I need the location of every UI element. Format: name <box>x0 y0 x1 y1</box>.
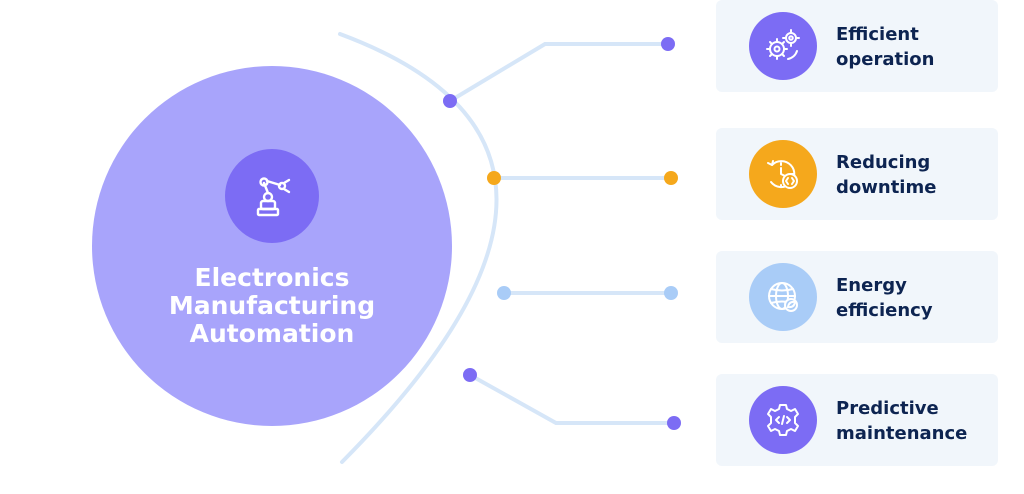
robotic-arm-icon <box>256 177 291 217</box>
feature-label: Predictive maintenance <box>836 398 968 444</box>
hub-title-line-2: Manufacturing <box>168 291 376 320</box>
feature-card-reducing-downtime: Reducing downtime <box>716 128 998 220</box>
feature-card-efficient-operation: Efficient operation <box>716 0 998 92</box>
feature-icon-badge <box>749 12 817 80</box>
feature-label: Efficient operation <box>836 24 935 70</box>
end-node-2 <box>664 171 678 185</box>
arc-node-4 <box>463 368 477 382</box>
central-hub: Electronics Manufacturing Automation <box>92 66 452 426</box>
clock-code-icon <box>767 160 798 189</box>
arc-node-3 <box>497 286 511 300</box>
feature-icon-badge <box>749 140 817 208</box>
connector-line-4 <box>469 373 674 425</box>
feature-label: Energy efficiency <box>836 275 933 321</box>
feature-card-predictive-maintenance: Predictive maintenance <box>716 374 998 466</box>
gear-code-icon <box>767 404 799 436</box>
feature-icon-badge <box>749 263 817 331</box>
end-node-3 <box>664 286 678 300</box>
hub-icon-badge <box>225 149 319 243</box>
hub-title: Electronics Manufacturing Automation <box>132 264 412 348</box>
end-node-4 <box>667 416 681 430</box>
gears-icon <box>766 29 800 60</box>
globe-icon <box>768 282 798 312</box>
arc-node-2 <box>487 171 501 185</box>
feature-icon-badge <box>749 386 817 454</box>
feature-card-energy-efficiency: Energy efficiency <box>716 251 998 343</box>
outer-arc <box>338 32 499 464</box>
connector-line-1 <box>448 42 668 103</box>
feature-label: Reducing downtime <box>836 152 937 198</box>
arc-node-1 <box>443 94 457 108</box>
hub-title-line-1: Electronics <box>194 263 350 292</box>
end-node-1 <box>661 37 675 51</box>
hub-title-line-3: Automation <box>189 319 355 348</box>
